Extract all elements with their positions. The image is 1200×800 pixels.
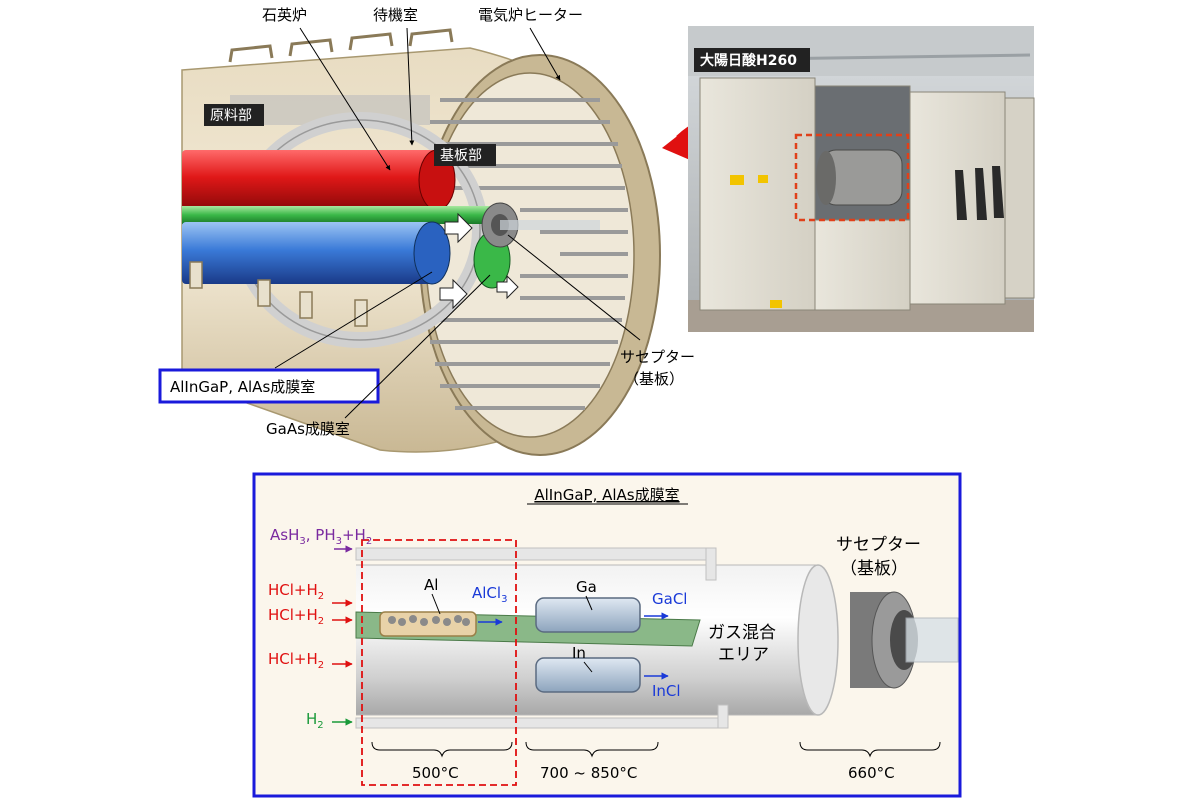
label-susceptor-bottom-1: サセプター <box>836 535 921 555</box>
photo-highlight-box <box>794 133 910 222</box>
label-susceptor-line2: （基板） <box>624 370 684 388</box>
susceptor-bottom <box>850 591 959 689</box>
label-al: Al <box>424 576 438 594</box>
label-alcl3: AlCl3 <box>472 584 507 605</box>
label-gaas-chamber: GaAs成膜室 <box>266 420 350 438</box>
zone-500-box <box>361 539 517 786</box>
label-quartz-furnace: 石英炉 <box>262 6 307 24</box>
label-mixing-line1: ガス混合 <box>708 623 776 643</box>
al-boat <box>379 611 477 637</box>
label-standby-chamber: 待機室 <box>373 6 418 24</box>
ga-boat <box>535 597 641 633</box>
label-substrate-section: 基板部 <box>440 147 482 164</box>
gas-label-hcl-3: HCl+H2 <box>268 650 324 671</box>
curved-arrow-head <box>662 126 690 160</box>
label-alingap-chamber: AlInGaP, AlAs成膜室 <box>170 378 315 396</box>
temp-700-850: 700 ~ 850°C <box>540 764 637 782</box>
gas-label-ash3-ph3: AsH3, PH3+H2 <box>270 526 372 547</box>
bottom-panel-title: AlInGaP, AlAs成膜室 <box>534 486 679 504</box>
brace-660 <box>799 741 941 758</box>
label-mixing-line2: エリア <box>718 645 769 665</box>
brace-700-850 <box>525 741 659 758</box>
label-ga: Ga <box>576 578 597 596</box>
leader-standby <box>406 27 415 146</box>
label-incl: InCl <box>652 682 681 700</box>
temp-660: 660°C <box>848 764 895 782</box>
label-source-bg <box>204 104 264 126</box>
label-alingap-frame <box>158 368 380 404</box>
label-source-section: 原料部 <box>210 108 252 124</box>
photo-caption: 大陽日酸H260 <box>700 52 797 69</box>
in-boat <box>535 657 641 693</box>
gas-label-h2: H2 <box>306 710 324 731</box>
leader-al <box>431 593 441 615</box>
label-susceptor-line1: サセプター <box>620 348 695 366</box>
equipment-photo <box>688 26 1035 332</box>
label-substrate-bg <box>434 144 496 166</box>
gas-label-hcl-1: HCl+H2 <box>268 581 324 602</box>
brace-500 <box>371 741 513 758</box>
leader-ga <box>585 595 593 611</box>
label-gacl: GaCl <box>652 590 687 608</box>
leader-susceptor <box>507 234 641 341</box>
leader-alingap <box>274 271 433 369</box>
leader-gaas <box>344 274 491 419</box>
leader-in <box>583 661 593 673</box>
temp-500: 500°C <box>412 764 459 782</box>
label-in: In <box>572 644 586 662</box>
label-susceptor-bottom-2: （基板） <box>840 559 908 579</box>
leader-heater <box>529 27 561 81</box>
gas-label-hcl-2: HCl+H2 <box>268 606 324 627</box>
leader-quartz <box>299 27 391 171</box>
label-electric-heater: 電気炉ヒーター <box>478 6 583 24</box>
